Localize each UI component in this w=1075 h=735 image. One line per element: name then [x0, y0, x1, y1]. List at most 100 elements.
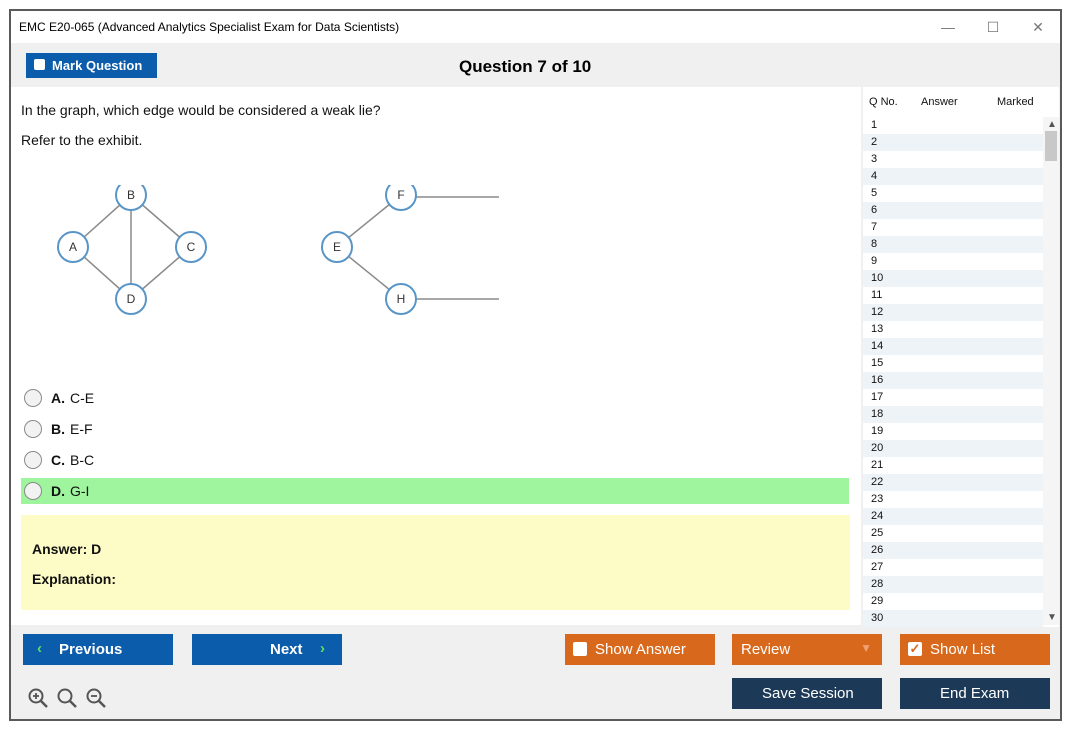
node-d: D — [115, 283, 147, 315]
save-session-label: Save Session — [762, 685, 854, 702]
svg-text:H: H — [397, 292, 406, 306]
node-e: E — [321, 231, 353, 263]
previous-label: Previous — [59, 641, 123, 658]
question-list-row[interactable]: 2 — [863, 134, 1043, 151]
svg-text:B: B — [127, 188, 135, 202]
end-exam-label: End Exam — [940, 685, 1010, 702]
question-list-row[interactable]: 5 — [871, 187, 878, 199]
question-list-row[interactable]: 3 — [871, 153, 878, 165]
question-panel: In the graph, which edge would be consid… — [11, 87, 861, 625]
svg-text:C: C — [187, 240, 196, 254]
option-a-radio[interactable] — [24, 389, 42, 407]
option-value: E-F — [70, 421, 93, 437]
node-b: B — [115, 185, 147, 211]
minimize-button[interactable]: — — [941, 19, 955, 35]
node-a: A — [57, 231, 89, 263]
window-title: EMC E20-065 (Advanced Analytics Speciali… — [19, 20, 400, 34]
show-list-label: Show List — [930, 641, 996, 658]
node-c: C — [175, 231, 207, 263]
mark-question-label: Mark Question — [52, 58, 143, 73]
question-list-row[interactable]: 25 — [871, 527, 884, 539]
col-qno: Q No. — [869, 96, 898, 108]
reference-text: Refer to the exhibit. — [21, 132, 143, 148]
question-list-row[interactable]: 13 — [871, 323, 884, 335]
question-list-row[interactable]: 23 — [871, 493, 884, 505]
option-a[interactable]: A. C-E — [21, 385, 849, 411]
exhibit-graph: A B C D E F H — [57, 185, 499, 315]
option-c[interactable]: C. B-C — [21, 447, 849, 473]
question-list-row[interactable]: 9 — [871, 255, 878, 267]
show-list-button[interactable]: ✓ Show List — [900, 634, 1050, 665]
question-list-row[interactable]: 21 — [871, 459, 884, 471]
question-list-row[interactable]: 10 — [863, 270, 1043, 287]
question-list-row[interactable]: 12 — [863, 304, 1043, 321]
svg-text:D: D — [127, 292, 136, 306]
scroll-thumb[interactable] — [1045, 131, 1057, 161]
close-button[interactable]: ✕ — [1032, 19, 1044, 35]
question-list-row[interactable]: 15 — [871, 357, 884, 369]
option-value: C-E — [70, 390, 95, 406]
question-list-row[interactable]: 11 — [871, 289, 883, 301]
question-list-row[interactable]: 17 — [871, 391, 884, 403]
review-dropdown[interactable]: Review ▼ — [732, 634, 882, 665]
title-bar: EMC E20-065 (Advanced Analytics Speciali… — [11, 11, 1060, 43]
question-list-row[interactable]: 1 — [871, 119, 878, 131]
zoom-out-icon[interactable] — [85, 687, 107, 709]
review-label: Review — [741, 641, 791, 658]
chevron-down-icon: ▼ — [860, 641, 872, 655]
mark-question-button[interactable]: Mark Question — [26, 53, 157, 78]
answer-box: Answer: D Explanation: — [21, 515, 850, 610]
scroll-down-icon[interactable]: ▼ — [1047, 612, 1057, 623]
question-list-row[interactable]: 28 — [863, 576, 1043, 593]
question-list-row[interactable]: 22 — [863, 474, 1043, 491]
col-answer: Answer — [921, 96, 958, 108]
question-list-row[interactable]: 19 — [871, 425, 884, 437]
svg-text:A: A — [69, 240, 77, 254]
question-list-scrollbar[interactable]: ▲ ▼ — [1043, 117, 1059, 625]
show-answer-label: Show Answer — [595, 641, 686, 658]
question-list-row[interactable]: 24 — [863, 508, 1043, 525]
option-letter: D. — [51, 483, 65, 499]
question-list-row[interactable]: 20 — [863, 440, 1043, 457]
option-letter: A. — [51, 390, 65, 406]
question-list-row[interactable]: 18 — [863, 406, 1043, 423]
maximize-button[interactable]: ☐ — [986, 19, 1000, 35]
question-list-row[interactable]: 26 — [863, 542, 1043, 559]
option-letter: B. — [51, 421, 65, 437]
next-button[interactable]: Next › — [192, 634, 342, 665]
option-b-radio[interactable] — [24, 420, 42, 438]
option-value: G-I — [70, 483, 90, 499]
question-text: In the graph, which edge would be consid… — [21, 102, 381, 118]
show-list-checkbox[interactable]: ✓ — [908, 641, 922, 656]
mark-checkbox-icon — [34, 59, 45, 70]
chevron-left-icon: ‹ — [37, 640, 42, 657]
zoom-in-icon[interactable] — [27, 687, 49, 709]
option-b[interactable]: B. E-F — [21, 416, 849, 442]
question-list-row[interactable]: 7 — [871, 221, 878, 233]
question-list-row[interactable]: 8 — [863, 236, 1043, 253]
zoom-reset-icon[interactable] — [56, 687, 78, 709]
option-value: B-C — [70, 452, 95, 468]
question-list-header: Q No. Answer Marked — [863, 87, 1059, 117]
option-c-radio[interactable] — [24, 451, 42, 469]
option-d-radio[interactable] — [24, 482, 42, 500]
question-header: Mark Question Question 7 of 10 — [11, 43, 1060, 87]
show-answer-button[interactable]: Show Answer — [565, 634, 715, 665]
previous-button[interactable]: ‹ Previous — [23, 634, 173, 665]
save-session-button[interactable]: Save Session — [732, 678, 882, 709]
question-list-row[interactable]: 6 — [863, 202, 1043, 219]
question-list-row[interactable]: 27 — [871, 561, 884, 573]
end-exam-button[interactable]: End Exam — [900, 678, 1050, 709]
scroll-up-icon[interactable]: ▲ — [1047, 119, 1057, 130]
show-answer-checkbox[interactable] — [573, 642, 587, 656]
explanation-label: Explanation: — [32, 571, 117, 587]
question-list-row[interactable]: 29 — [871, 595, 884, 607]
option-d[interactable]: D. G-I — [21, 478, 849, 504]
chevron-right-icon: › — [320, 640, 325, 657]
question-list-row[interactable]: 30 — [863, 610, 1043, 627]
question-list-row[interactable]: 4 — [863, 168, 1043, 185]
option-letter: C. — [51, 452, 65, 468]
question-list-row[interactable]: 16 — [863, 372, 1043, 389]
question-list-row[interactable]: 14 — [863, 338, 1043, 355]
